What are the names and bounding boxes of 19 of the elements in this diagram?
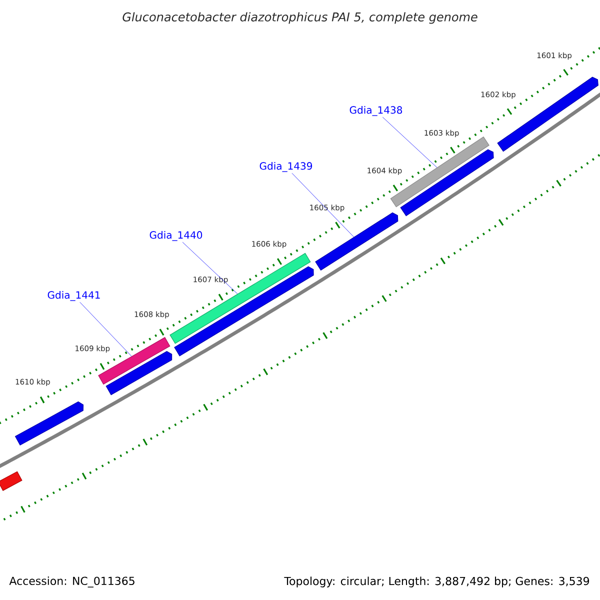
leader-line — [80, 302, 132, 356]
gene-bar — [390, 136, 490, 208]
gene-bar — [400, 149, 494, 216]
leader-line — [292, 172, 354, 238]
leader-line — [182, 242, 238, 294]
gene-bar — [497, 76, 598, 152]
gene-bar — [0, 471, 22, 491]
gene-label: Gdia_1440 — [150, 231, 202, 241]
gene-bar — [98, 337, 170, 385]
gene-bar — [170, 252, 311, 344]
leader-line — [382, 116, 438, 168]
accession-text: Accession: NC_011365 — [9, 576, 134, 588]
title: Gluconacetobacter diazotrophicus PAI 5, complete genome — [122, 12, 478, 24]
gene-label: Gdia_1439 — [260, 162, 312, 172]
genome-info-text: Topology: circular; Length: 3,887,492 bp; Genes: 3,539 — [284, 576, 590, 588]
gene-bar — [174, 266, 314, 356]
gene-label: Gdia_1441 — [48, 291, 100, 301]
gene-bar — [315, 212, 398, 271]
gene-label: Gdia_1438 — [350, 106, 402, 116]
